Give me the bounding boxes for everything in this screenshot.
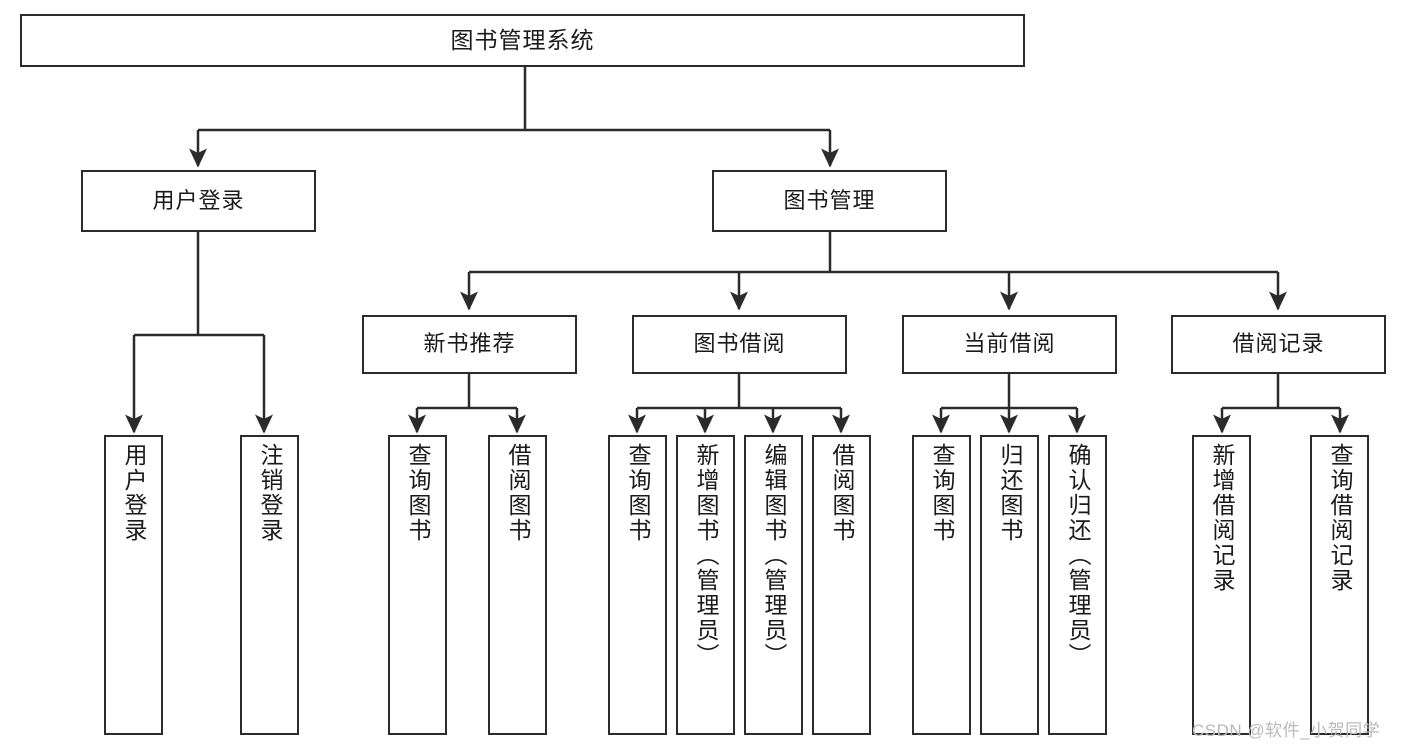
- leaf-return-book[interactable]: 归还图书: [980, 435, 1039, 735]
- leaf-query-book-1-label: 查询图书: [405, 443, 431, 543]
- csdn-watermark: CSDN @软件_小贺同学: [1192, 721, 1381, 740]
- leaf-logout-login-label: 注销登录: [257, 443, 283, 543]
- leaf-query-book-3-label: 查询图书: [929, 443, 955, 543]
- leaf-borrow-book-2-label: 借阅图书: [829, 443, 855, 543]
- leaf-edit-book[interactable]: 编辑图书（管理员）: [744, 435, 803, 735]
- leaf-query-book-3[interactable]: 查询图书: [912, 435, 971, 735]
- leaf-query-book-2[interactable]: 查询图书: [608, 435, 667, 735]
- leaf-query-record[interactable]: 查询借阅记录: [1310, 435, 1369, 735]
- leaf-user-login[interactable]: 用户登录: [104, 435, 163, 735]
- node-root[interactable]: 图书管理系统: [20, 14, 1025, 67]
- leaf-confirm-return-label: 确认归还（管理员）: [1065, 443, 1091, 668]
- node-book-borrow[interactable]: 图书借阅: [632, 315, 847, 374]
- node-root-label: 图书管理系统: [450, 26, 595, 53]
- node-user-login[interactable]: 用户登录: [81, 170, 316, 232]
- node-book-management-label: 图书管理: [783, 187, 876, 213]
- leaf-add-book[interactable]: 新增图书（管理员）: [676, 435, 735, 735]
- leaf-borrow-book-2[interactable]: 借阅图书: [812, 435, 871, 735]
- leaf-query-book-2-label: 查询图书: [625, 443, 651, 543]
- leaf-query-record-label: 查询借阅记录: [1327, 443, 1353, 593]
- leaf-user-login-label: 用户登录: [121, 443, 147, 543]
- leaf-add-record-label: 新增借阅记录: [1209, 443, 1235, 593]
- leaf-borrow-book-1-label: 借阅图书: [505, 443, 531, 543]
- node-new-book-recommend-label: 新书推荐: [423, 331, 516, 357]
- leaf-logout-login[interactable]: 注销登录: [240, 435, 299, 735]
- leaf-confirm-return[interactable]: 确认归还（管理员）: [1048, 435, 1107, 735]
- node-borrow-record[interactable]: 借阅记录: [1171, 315, 1386, 374]
- leaf-add-book-label: 新增图书（管理员）: [693, 443, 719, 668]
- leaf-borrow-book-1[interactable]: 借阅图书: [488, 435, 547, 735]
- leaf-query-book-1[interactable]: 查询图书: [388, 435, 447, 735]
- node-book-borrow-label: 图书借阅: [693, 331, 786, 357]
- node-current-borrow[interactable]: 当前借阅: [902, 315, 1117, 374]
- leaf-add-record[interactable]: 新增借阅记录: [1192, 435, 1251, 735]
- node-new-book-recommend[interactable]: 新书推荐: [362, 315, 577, 374]
- node-book-management[interactable]: 图书管理: [712, 170, 947, 232]
- node-user-login-label: 用户登录: [152, 187, 245, 213]
- leaf-return-book-label: 归还图书: [997, 443, 1023, 543]
- node-borrow-record-label: 借阅记录: [1232, 331, 1325, 357]
- leaf-edit-book-label: 编辑图书（管理员）: [761, 443, 787, 668]
- node-current-borrow-label: 当前借阅: [963, 331, 1056, 357]
